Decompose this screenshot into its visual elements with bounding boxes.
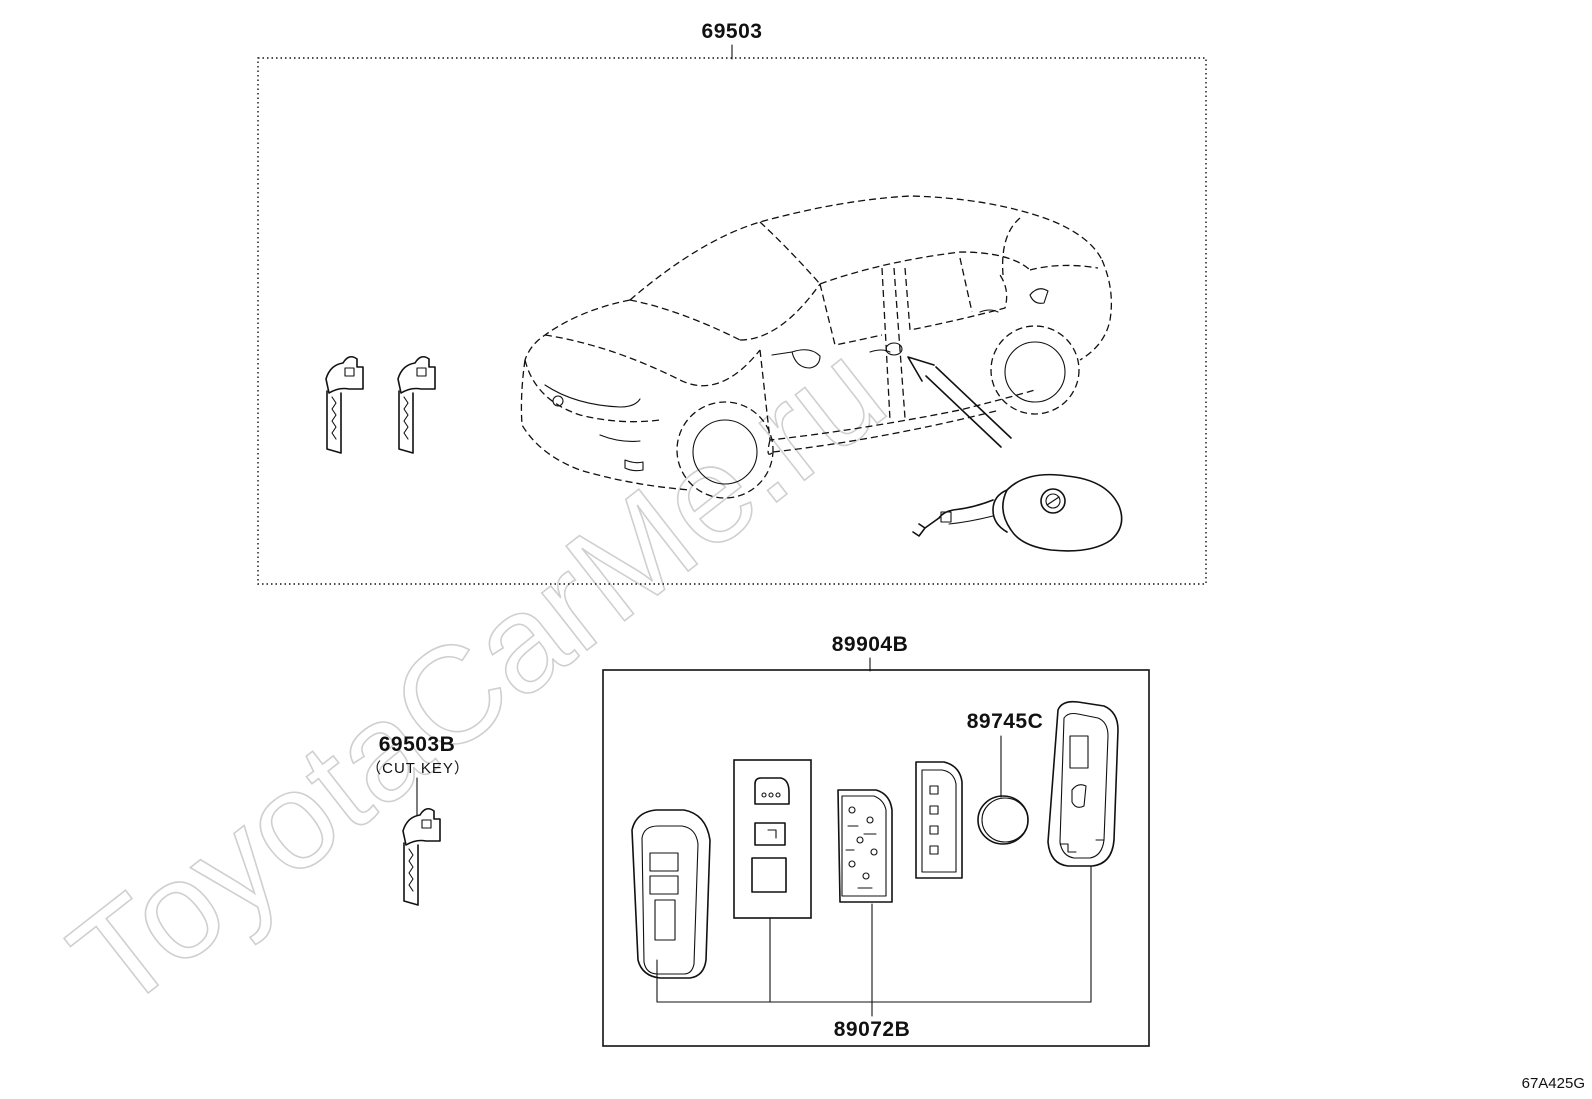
transmitter-circuit-board — [837, 789, 893, 903]
location-arrow — [907, 356, 1012, 448]
part-number-key-set[interactable]: 69503 — [702, 20, 763, 43]
button-rubber-set — [751, 777, 790, 893]
leader-tree-case — [656, 865, 1092, 1003]
smart-key-frame — [602, 669, 1150, 1047]
smart-key-group: 89904B 89745C 89072B — [602, 633, 1150, 1047]
illustration-code: 67A425G — [1522, 1075, 1585, 1092]
mechanical-key-1 — [325, 355, 364, 454]
watermark-text: ToyotaCarMe.ru — [44, 313, 912, 1039]
cut-key-group: 69503B （CUT KEY） — [366, 733, 470, 906]
inner-plate — [915, 761, 963, 879]
button-set-frame — [733, 759, 812, 919]
fob-front-cover — [631, 809, 711, 979]
door-lock-cylinder — [912, 473, 1123, 552]
cut-key-note: （CUT KEY） — [366, 760, 470, 777]
part-number-smart-key[interactable]: 89904B — [832, 633, 909, 656]
part-number-battery[interactable]: 89745C — [967, 710, 1044, 733]
key-set-group: 69503 — [257, 20, 1207, 585]
vehicle-illustration — [520, 195, 1113, 499]
part-number-case[interactable]: 89072B — [834, 1018, 911, 1041]
key-set-frame — [257, 57, 1207, 585]
fob-rear-case — [1047, 700, 1119, 867]
coin-battery — [977, 795, 1029, 845]
mechanical-key-2 — [397, 355, 436, 454]
part-number-cut-key[interactable]: 69503B — [379, 733, 456, 756]
cut-key-illustration — [402, 807, 441, 906]
